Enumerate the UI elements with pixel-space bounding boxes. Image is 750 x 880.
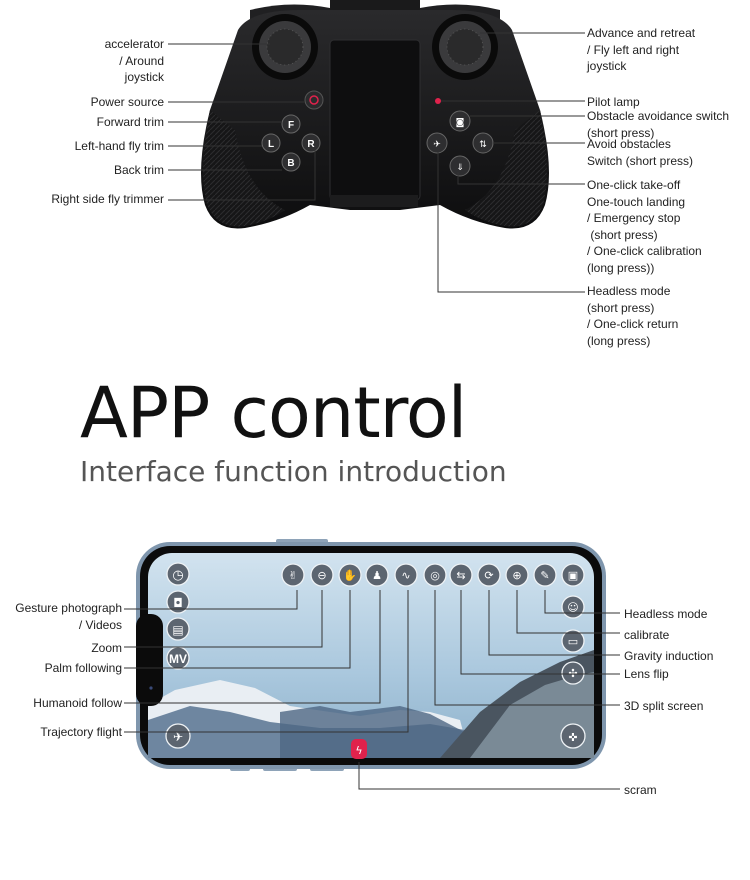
label-headless-app: Headless mode [624, 607, 708, 621]
label-obstacle-text: Obstacle avoidance switch (short press) [587, 109, 730, 140]
label-gravity: Gravity induction [624, 649, 714, 663]
label-pilot-lamp: Pilot lamp [587, 95, 640, 109]
svg-text:✜: ✜ [568, 731, 577, 744]
label-gesture-text: Gesture photograph / Videos [15, 601, 122, 632]
label-scram: scram [624, 783, 657, 797]
svg-text:⇓: ⇓ [456, 163, 464, 173]
label-power-source: Power source [90, 95, 164, 109]
label-right-trim: Right side fly trimmer [51, 192, 164, 206]
controller-leader-lines [168, 32, 585, 293]
label-takeoff: One-click take-off One-touch landing / E… [587, 177, 702, 276]
svg-text:∿: ∿ [401, 569, 410, 582]
label-calibrate: calibrate [624, 628, 670, 642]
label-humanoid: Humanoid follow [33, 696, 122, 710]
label-left-trim: Left-hand fly trim [74, 139, 164, 153]
svg-text:⟳: ⟳ [484, 569, 493, 582]
svg-text:⊖: ⊖ [317, 569, 326, 582]
mv-icon: MV [169, 652, 187, 666]
svg-text:ϟ: ϟ [355, 744, 362, 757]
svg-text:⇆: ⇆ [456, 569, 465, 582]
svg-text:▭: ▭ [568, 635, 578, 648]
label-3d-split: 3D split screen [624, 699, 704, 713]
phone: ◷ ◘ ▤ ✈ ✌ ⊖ ✋ ♟ ∿ ◎ ⇆ ⟳ ⊕ ✎ [136, 539, 606, 771]
label-headless-controller-text: Headless mode (short press) / One-click … [587, 284, 679, 348]
label-lens-flip: Lens flip [624, 667, 669, 681]
label-back-trim: Back trim [113, 163, 164, 177]
gamepad: ◙ ✈ ⇅ ⇓ [201, 0, 549, 229]
svg-text:◙: ◙ [456, 118, 465, 128]
label-accelerator-text: accelerator / Around joystick [104, 37, 164, 84]
label-zoom: Zoom [91, 641, 122, 655]
label-trajectory: Trajectory flight [40, 725, 122, 739]
svg-text:✈: ✈ [433, 140, 441, 150]
trim-r-letter: R [307, 139, 315, 150]
svg-text:▣: ▣ [568, 569, 578, 582]
label-gesture: Gesture photograph / Videos [0, 600, 122, 633]
trim-f-letter: F [288, 120, 294, 131]
label-palm: Palm following [44, 661, 122, 675]
app-leader-lines [124, 590, 620, 790]
svg-text:✎: ✎ [540, 569, 549, 582]
svg-text:✌: ✌ [288, 569, 297, 582]
svg-text:⊕: ⊕ [512, 569, 521, 582]
trim-b-letter: B [287, 158, 294, 169]
label-forward-trim: Forward trim [96, 115, 164, 129]
svg-text:☺: ☺ [567, 601, 578, 614]
label-avoid-text: Avoid obstacles Switch (short press) [587, 137, 694, 168]
svg-text:◷: ◷ [172, 568, 183, 583]
svg-text:✋: ✋ [343, 569, 357, 582]
svg-text:✈: ✈ [173, 730, 183, 744]
label-accelerator: accelerator / Around joystick [60, 36, 164, 86]
label-takeoff-text: One-click take-off One-touch landing / E… [587, 178, 702, 275]
label-advance-text: Advance and retreat / Fly left and right… [587, 26, 696, 73]
label-headless-controller: Headless mode (short press) / One-click … [587, 283, 678, 349]
label-avoid-obstacles: Avoid obstacles Switch (short press) [587, 136, 693, 169]
svg-text:◘: ◘ [173, 596, 183, 610]
label-advance-retreat: Advance and retreat / Fly left and right… [587, 25, 695, 75]
svg-text:⇅: ⇅ [479, 140, 487, 150]
label-obstacle-switch: Obstacle avoidance switch (short press) [587, 108, 729, 141]
hero-subtitle: Interface function introduction [80, 455, 507, 488]
trim-l-letter: L [268, 139, 274, 150]
svg-text:▤: ▤ [172, 623, 183, 637]
svg-text:♟: ♟ [372, 569, 382, 582]
svg-text:◎: ◎ [430, 569, 440, 582]
hero-title: APP control [80, 372, 467, 454]
